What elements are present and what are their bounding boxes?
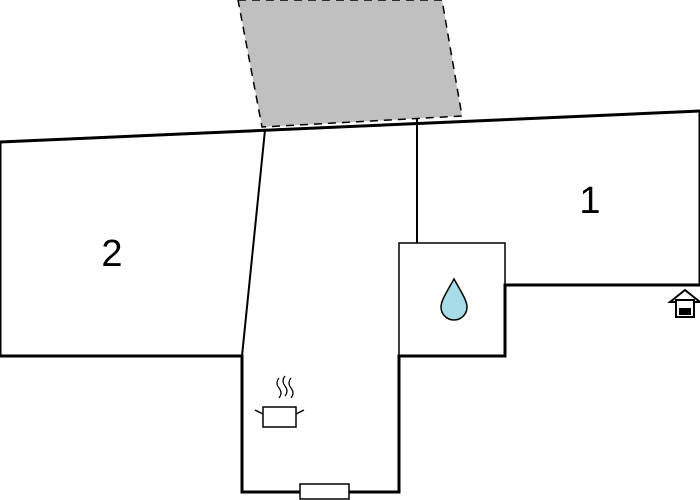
hallway-walls	[240, 354, 302, 494]
upper-wall	[0, 109, 700, 144]
water-drop-icon	[440, 277, 468, 321]
room-2-walls	[0, 140, 244, 358]
room-label-1: 1	[579, 180, 600, 222]
cooking-pot-icon	[254, 375, 305, 428]
bathroom-room	[398, 242, 506, 357]
hallway-walls-right	[347, 109, 700, 494]
partition-wall-left	[241, 129, 266, 357]
room-label-2: 2	[101, 233, 122, 275]
house-entrance-icon	[667, 288, 700, 318]
window-icon	[299, 483, 350, 500]
terrace-area	[237, 0, 463, 128]
